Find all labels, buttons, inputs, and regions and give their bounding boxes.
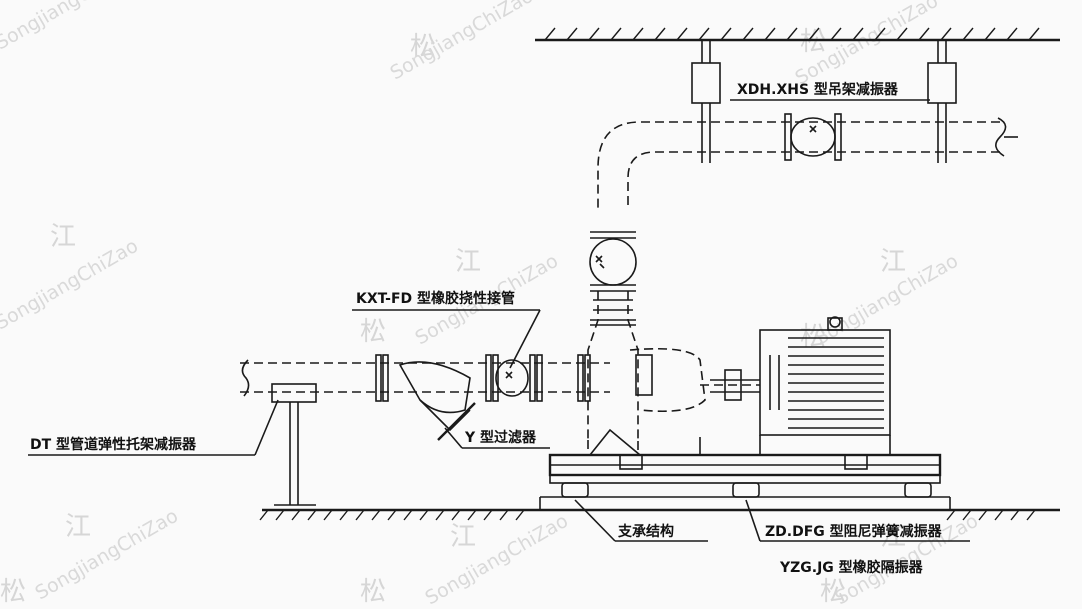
ceiling-hatch-line — [984, 27, 996, 41]
floor-hatch-line — [1010, 509, 1020, 521]
floor-hatch-line — [275, 509, 285, 521]
leader-lines — [28, 99, 970, 542]
ceiling-hatch-line — [1006, 27, 1018, 41]
base-frame — [548, 453, 942, 484]
labels: XDH.XHS 型吊架减振器 KXT-FD 型橡胶挠性接管 Y 型过滤器 DT … — [30, 81, 943, 576]
ceiling-hatch-line — [918, 27, 930, 41]
label-y-filter: Y 型过滤器 — [464, 429, 537, 446]
label-pipe-support: DT 型管道弹性托架减振器 — [30, 436, 197, 453]
ceiling-hatch-line — [632, 27, 644, 41]
spring-dampers — [561, 482, 932, 498]
ceiling-hatch-line — [588, 27, 600, 41]
floor-hatch-line — [435, 509, 445, 521]
label-rubber-joint: KXT-FD 型橡胶挠性接管 — [356, 290, 515, 307]
floor-hatch-line — [291, 509, 301, 521]
ceiling-hatch-line — [786, 27, 798, 41]
floor-hatch-line — [387, 509, 397, 521]
watermark-char: 松 — [360, 317, 386, 347]
watermark-char: 江 — [65, 512, 91, 542]
ceiling — [535, 27, 1060, 42]
label-rubber-isolator: YZG.JG 型橡胶隔振器 — [779, 559, 924, 576]
floor-hatch-line — [307, 509, 317, 521]
floor-hatch-line — [371, 509, 381, 521]
floor-hatch-line — [962, 509, 972, 521]
floor-hatch-line — [451, 509, 461, 521]
watermark-char: 江 — [880, 522, 906, 552]
watermark-char: 江 — [880, 247, 906, 277]
floor-hatch-line — [1026, 509, 1036, 521]
ceiling-hatch-line — [698, 27, 710, 41]
floor-hatch-line — [339, 509, 349, 521]
hanger-damper-right — [927, 62, 957, 104]
watermark-text: SongjiangChiZao — [0, 0, 142, 54]
vertical-pipe — [587, 231, 639, 440]
pump — [587, 347, 760, 456]
hanger-damper-left — [691, 62, 721, 104]
watermark-char: 江 — [450, 522, 476, 552]
floor-hatch-line — [259, 509, 269, 521]
watermark-char: 松 — [0, 577, 26, 607]
ceiling-hatch-line — [1028, 27, 1040, 41]
floor-hatch-line — [978, 509, 988, 521]
floor-hatch-line — [483, 509, 493, 521]
ceiling-hatch-line — [874, 27, 886, 41]
ceiling-hatch-line — [720, 27, 732, 41]
ceiling-hatch-line — [544, 27, 556, 41]
ceiling-hatch-line — [654, 27, 666, 41]
ceiling-hatch-line — [830, 27, 842, 41]
floor-hatch-line — [403, 509, 413, 521]
left-pipe — [240, 354, 610, 402]
y-filter — [398, 361, 476, 441]
watermark-char: 松 — [820, 577, 846, 607]
watermark-char: 江 — [455, 247, 481, 277]
floor-hatch-line — [499, 509, 509, 521]
floor-hatch-line — [323, 509, 333, 521]
pipe-support-damper — [271, 383, 317, 506]
watermark-char: 松 — [410, 32, 436, 62]
ceiling-hatch-line — [566, 27, 578, 41]
watermark-char: 松 — [800, 27, 826, 57]
floor-hatch-line — [419, 509, 429, 521]
floor-hatch-line — [515, 509, 525, 521]
floor-hatch-line — [355, 509, 365, 521]
coupling — [724, 369, 742, 401]
upper-rubber-joint — [784, 113, 842, 161]
label-spring-damper: ZD.DFG 型阻尼弹簧减振器 — [765, 523, 943, 540]
watermark-text: SongjiangChiZao — [422, 510, 572, 609]
upper-pipe — [597, 113, 1018, 210]
ceiling-hatch-line — [940, 27, 952, 41]
watermark-text: SongjiangChiZao — [32, 505, 182, 605]
floor-hatch-line — [994, 509, 1004, 521]
ceiling-hatch-line — [676, 27, 688, 41]
motor — [759, 316, 891, 455]
ceiling-hatch-line — [610, 27, 622, 41]
floor — [259, 496, 1060, 521]
floor-hatch-line — [946, 509, 956, 521]
ceiling-hatch-line — [742, 27, 754, 41]
label-hanger-damper: XDH.XHS 型吊架减振器 — [737, 81, 899, 98]
label-support-structure: 支承结构 — [617, 523, 674, 540]
floor-hatch-line — [467, 509, 477, 521]
ceiling-hatch-line — [896, 27, 908, 41]
ceiling-hatch-line — [962, 27, 974, 41]
ceiling-hatch-line — [808, 27, 820, 41]
ceiling-hatch-line — [764, 27, 776, 41]
watermark-char: 松 — [360, 577, 386, 607]
hanger-dampers — [691, 40, 957, 163]
ceiling-hatch-line — [852, 27, 864, 41]
watermark-char: 江 — [50, 222, 76, 252]
left-rubber-joint — [495, 359, 529, 397]
